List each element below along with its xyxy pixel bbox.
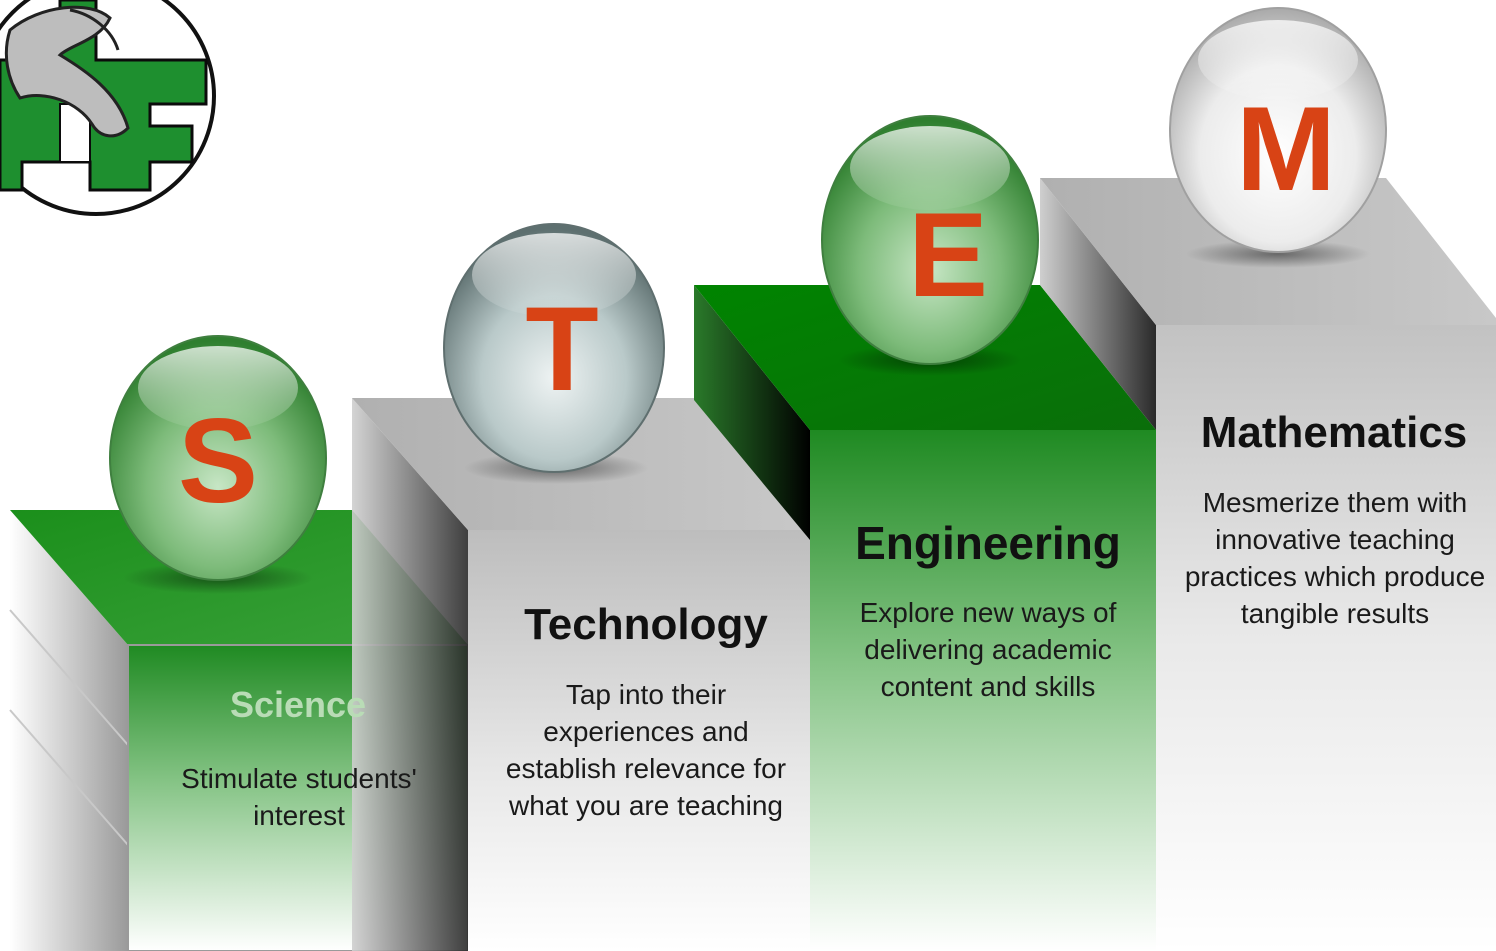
technology-description: Tap into their experiences and establish… — [505, 679, 787, 821]
mathematics-title: Mathematics — [1200, 408, 1468, 457]
engineering-description: Explore new ways of delivering academic … — [859, 597, 1117, 702]
step-technology-block — [352, 398, 810, 951]
mathematics-description: Mesmerize them with innovative teaching … — [1184, 487, 1486, 629]
sphere-m: M — [1169, 7, 1387, 268]
engineering-title: Engineering — [855, 517, 1121, 569]
letter-m: M — [1236, 82, 1336, 216]
letter-s: S — [178, 394, 258, 528]
sphere-t: T — [443, 223, 665, 484]
science-title: Science — [229, 684, 367, 725]
sphere-e: E — [821, 115, 1039, 376]
step-mathematics-block — [1040, 178, 1496, 951]
technology-title: Technology — [524, 600, 768, 649]
science-description: Stimulate students' interest — [181, 763, 417, 831]
school-logo — [0, 0, 216, 226]
letter-e: E — [908, 188, 988, 322]
letter-t: T — [525, 282, 598, 416]
sphere-s: S — [109, 335, 327, 594]
